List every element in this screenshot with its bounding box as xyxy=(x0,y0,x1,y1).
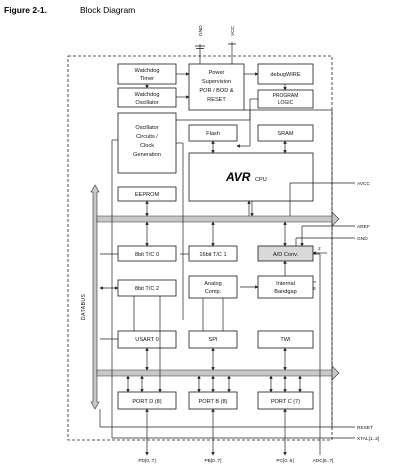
block-program-logic: PROGRAM LOGIC xyxy=(257,89,314,109)
block-power-supervision: Power Supervision POR / BOD & RESET xyxy=(188,63,245,111)
pin-xtal: XTAL[1..2] xyxy=(357,436,379,442)
svg-text:PORT C (7): PORT C (7) xyxy=(271,399,300,405)
block-adc: A/D Conv. xyxy=(257,245,314,262)
pin-avcc: AVCC xyxy=(357,181,371,187)
svg-text:16bit T/C 1: 16bit T/C 1 xyxy=(199,252,226,258)
block-debugwire: debugWIRE xyxy=(257,63,314,85)
pin-adc: ADC[6..7] xyxy=(313,458,334,464)
svg-text:RESET: RESET xyxy=(207,97,226,103)
svg-text:Watchdog: Watchdog xyxy=(135,68,160,74)
block-usart: USART 0 xyxy=(117,330,177,349)
bottom-pin-labels: PD[0..7] PB[0..7] PC[0..6] ADC[6..7] xyxy=(138,458,333,464)
cpu-label: CPU xyxy=(255,177,267,183)
block-analog-comp: Analog Comp. xyxy=(188,275,238,299)
svg-text:Watchdog: Watchdog xyxy=(135,92,160,98)
svg-text:POR / BOD &: POR / BOD & xyxy=(199,88,233,94)
block-8bit-tc0: 8bit T/C 0 xyxy=(117,245,177,262)
block-watchdog-oscillator: Watchdog Oscillator xyxy=(117,87,177,108)
svg-text:Oscillator: Oscillator xyxy=(135,125,158,131)
svg-text:Clock: Clock xyxy=(140,143,154,149)
databus-label: DATABUS xyxy=(81,293,87,320)
data-bus: DATABUS xyxy=(81,184,340,410)
pin-aref: AREF xyxy=(357,224,370,230)
svg-text:PORT B (8): PORT B (8) xyxy=(198,399,227,405)
svg-text:LOGIC: LOGIC xyxy=(278,100,294,106)
svg-text:debugWIRE: debugWIRE xyxy=(270,72,300,78)
svg-text:Circuits /: Circuits / xyxy=(136,134,158,140)
right-pin-labels: AVCC AREF GND RESET XTAL[1..2] xyxy=(357,181,379,442)
top-pins: GND VCC xyxy=(195,25,236,64)
block-eeprom: EEPROM xyxy=(117,186,177,202)
pin-vcc-top: VCC xyxy=(230,25,236,36)
block-cpu: AVR CPU xyxy=(188,152,314,202)
svg-text:A/D Conv.: A/D Conv. xyxy=(273,252,299,258)
svg-text:Comp.: Comp. xyxy=(205,289,222,295)
svg-text:TWI: TWI xyxy=(280,337,291,343)
block-sram: SRAM xyxy=(257,124,314,142)
block-port-b: PORT B (8) xyxy=(188,391,238,410)
block-internal-bandgap: Internal Bandgap xyxy=(257,275,314,299)
svg-text:Oscillator: Oscillator xyxy=(135,100,158,106)
block-port-d: PORT D (8) xyxy=(117,391,177,410)
pin-gnd-right: GND xyxy=(357,236,368,242)
pin-pb: PB[0..7] xyxy=(204,458,221,464)
block-oscillator: Oscillator Circuits / Clock Generation xyxy=(117,112,177,174)
pin-pc: PC[0..6] xyxy=(276,458,293,464)
block-watchdog-timer: Watchdog Timer xyxy=(117,63,177,85)
svg-text:Internal: Internal xyxy=(276,281,295,287)
svg-text:Supervision: Supervision xyxy=(202,79,231,85)
svg-text:8bit T/C 2: 8bit T/C 2 xyxy=(135,286,159,292)
svg-text:PORT D (8): PORT D (8) xyxy=(132,399,161,405)
svg-text:USART 0: USART 0 xyxy=(135,337,158,343)
svg-text:Analog: Analog xyxy=(204,281,221,287)
svg-text:SRAM: SRAM xyxy=(277,131,294,137)
block-twi: TWI xyxy=(257,330,314,349)
pin-pd: PD[0..7] xyxy=(138,458,155,464)
svg-text:Generation: Generation xyxy=(133,152,161,158)
block-8bit-tc2: 8bit T/C 2 xyxy=(117,279,177,297)
pin-gnd-top: GND xyxy=(198,25,204,36)
svg-text:Flash: Flash xyxy=(206,131,220,137)
svg-text:Bandgap: Bandgap xyxy=(274,289,296,295)
block-flash: Flash xyxy=(188,124,238,142)
block-spi: SPI xyxy=(188,330,238,349)
svg-text:Power: Power xyxy=(209,70,225,76)
svg-text:EEPROM: EEPROM xyxy=(135,192,160,198)
svg-text:SPI: SPI xyxy=(208,337,217,343)
adc-label-2: 2 xyxy=(318,246,321,252)
adc-label-6: 6 xyxy=(313,286,316,292)
avr-logo: AVR xyxy=(225,170,251,184)
figure-title: Block Diagram xyxy=(80,5,135,15)
svg-text:PROGRAM: PROGRAM xyxy=(273,93,299,99)
svg-text:8bit T/C 0: 8bit T/C 0 xyxy=(135,252,159,258)
block-16bit-tc1: 16bit T/C 1 xyxy=(188,245,238,262)
pin-reset: RESET xyxy=(357,425,373,431)
block-port-c: PORT C (7) xyxy=(257,391,314,410)
connections xyxy=(99,72,355,456)
figure-number: Figure 2-1. xyxy=(4,5,47,15)
svg-text:Timer: Timer xyxy=(140,76,154,82)
